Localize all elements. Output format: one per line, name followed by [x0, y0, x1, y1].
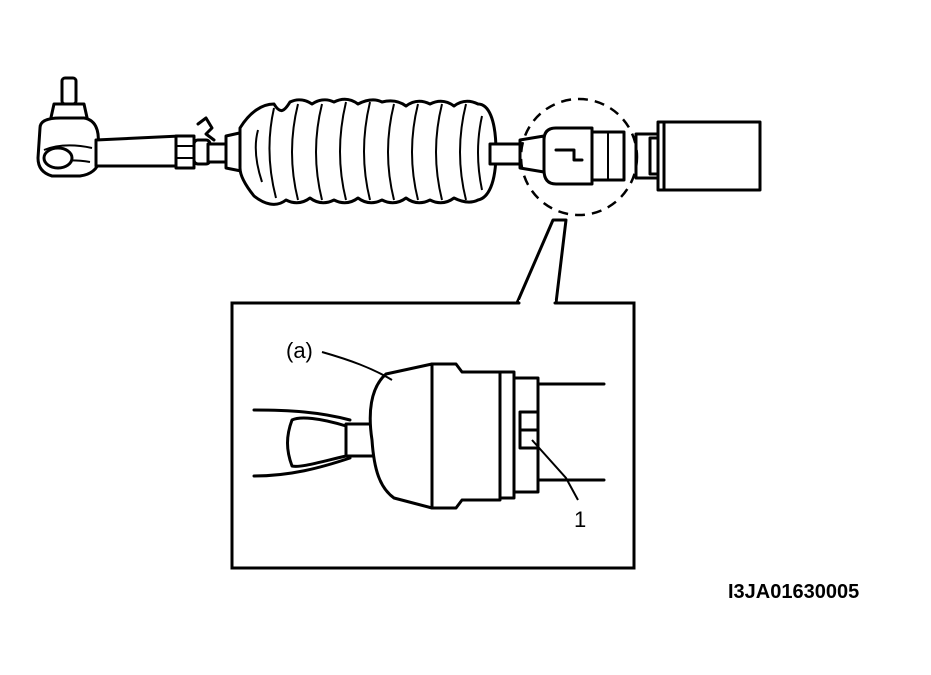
- tie-rod-end: [36, 76, 216, 178]
- callout-a-leader: [321, 351, 393, 381]
- bellows-boot: [238, 97, 498, 206]
- detail-circle: [519, 97, 639, 217]
- inner-ball-joint-housing: [542, 126, 626, 186]
- callout-a-label: (a): [286, 338, 313, 363]
- callout-1-label: 1: [574, 507, 586, 532]
- inset-enlarged-joint: [252, 362, 606, 510]
- callout-1-leader: [531, 439, 579, 501]
- inset-leader-lines: [515, 218, 568, 305]
- figure-code: I3JA01630005: [728, 581, 859, 603]
- rack-housing: [634, 120, 762, 192]
- inner-rod-right: [488, 134, 546, 174]
